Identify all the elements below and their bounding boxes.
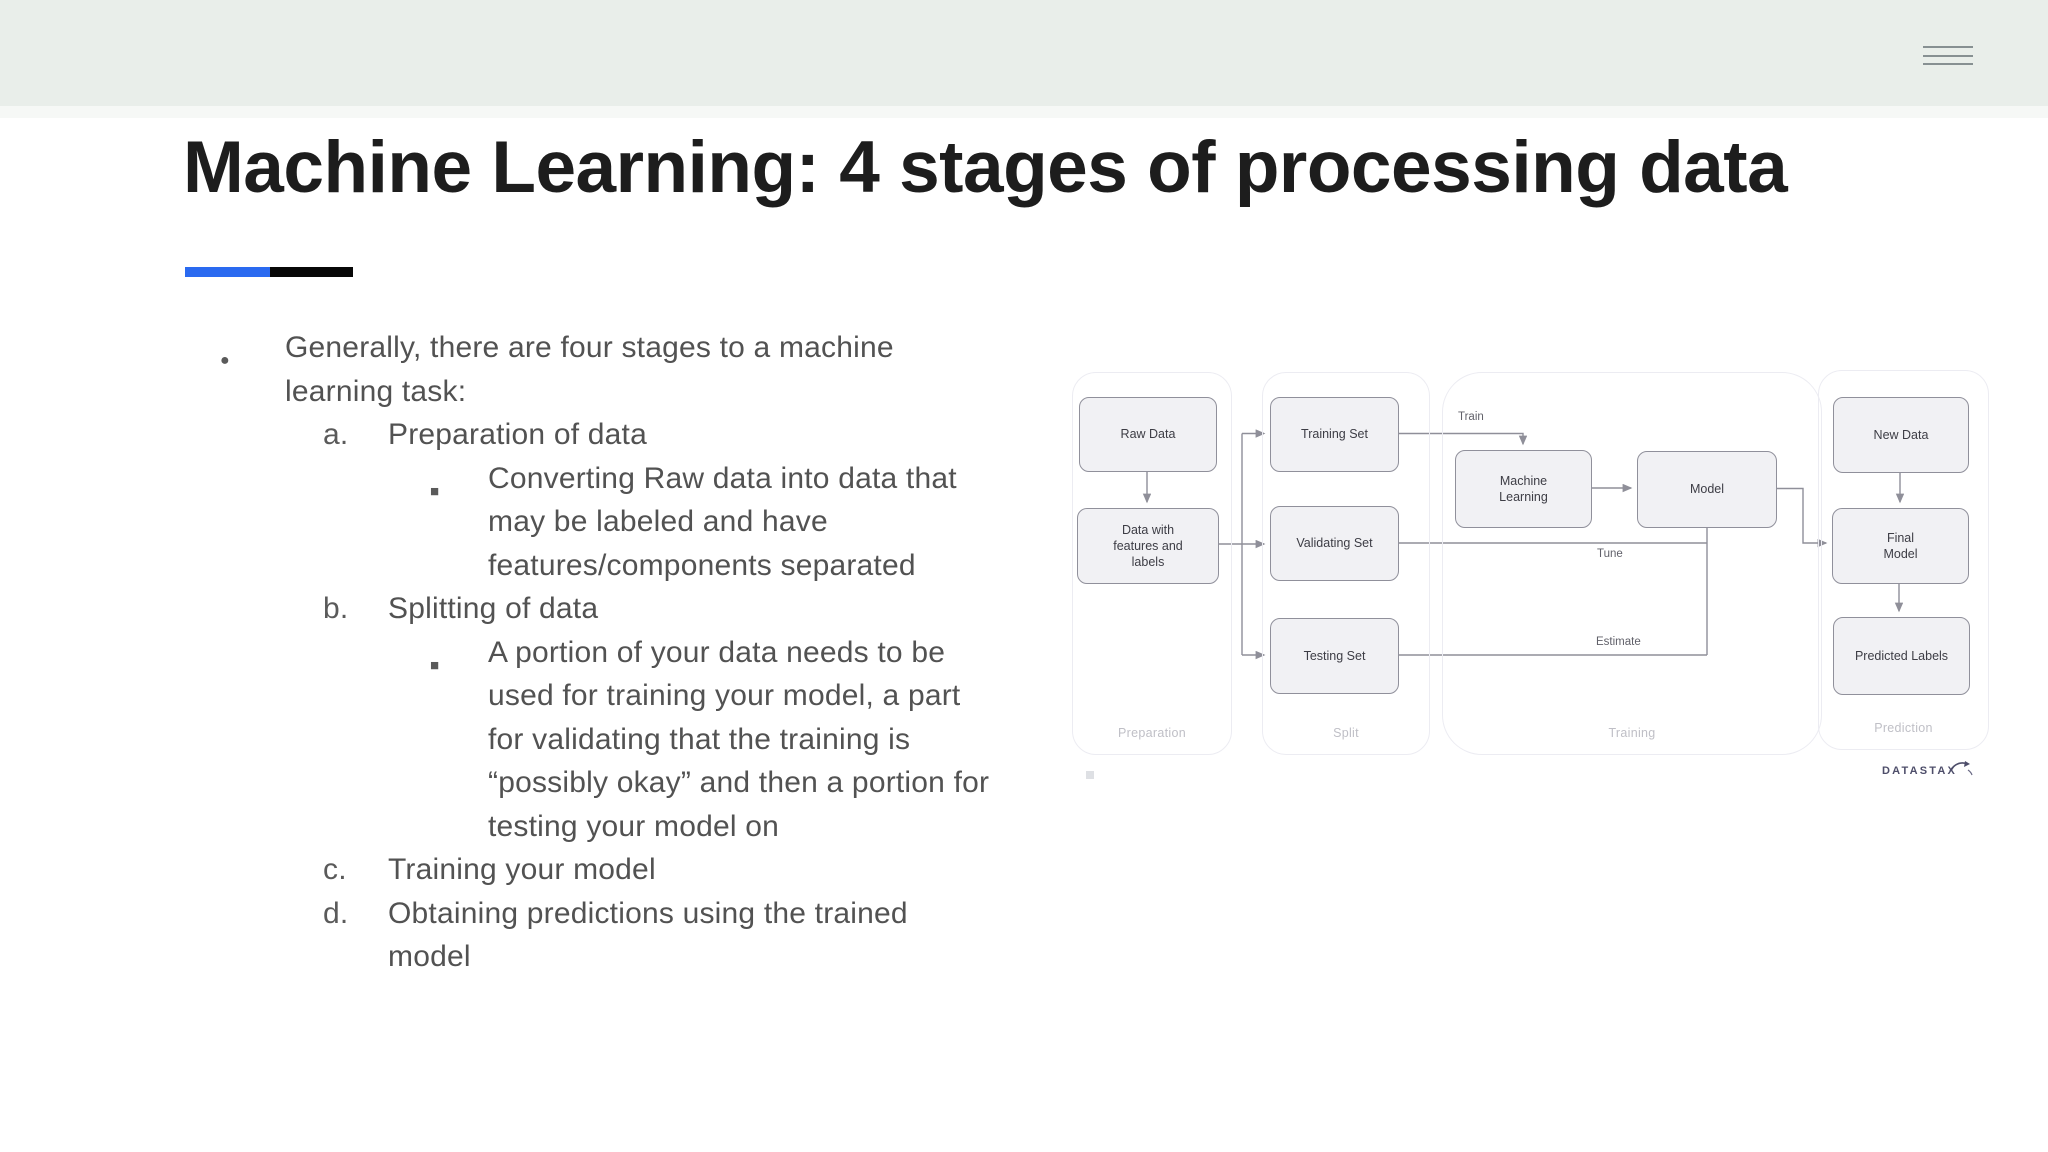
list-item-text: Converting Raw data into data that may b…: [488, 461, 957, 582]
list-item: ● Generally, there are four stages to a …: [190, 326, 1090, 413]
hamburger-menu-icon[interactable]: [1920, 41, 1976, 73]
edge-label-train: Train: [1458, 411, 1484, 423]
title-accent-bar: [185, 267, 353, 277]
accent-black-segment: [270, 267, 353, 277]
hamburger-line: [1923, 46, 1973, 49]
list-item-text: A portion of your data needs to be used …: [488, 635, 990, 843]
list-item-text: Training your model: [388, 853, 656, 886]
list-item: d. Obtaining predictions using the train…: [190, 892, 1090, 979]
accent-blue-segment: [185, 267, 270, 277]
node-model: Model: [1637, 451, 1777, 528]
list-letter: c.: [323, 853, 347, 886]
list-item: a. Preparation of data: [190, 413, 1090, 457]
list-item-text: Preparation of data: [388, 418, 647, 451]
list-letter: a.: [323, 418, 349, 451]
list-letter: d.: [323, 896, 349, 930]
group-preparation: Preparation: [1072, 372, 1232, 755]
node-training-set: Training Set: [1270, 397, 1399, 472]
list-item-text: Obtaining predictions using the trained …: [388, 896, 908, 974]
node-final-model: Final Model: [1832, 508, 1969, 584]
diagram-connectors: [1142, 429, 1905, 660]
edge-label-tune: Tune: [1597, 548, 1623, 560]
group-label: Prediction: [1874, 721, 1933, 735]
group-label: Preparation: [1118, 726, 1186, 740]
hamburger-line: [1923, 63, 1973, 66]
node-validating-set: Validating Set: [1270, 506, 1399, 581]
list-letter: b.: [323, 592, 349, 625]
datastax-logo-text: DATASTAX: [1882, 765, 1958, 777]
slide-artifact-dot: [1086, 771, 1094, 779]
group-training: Training: [1442, 372, 1822, 755]
square-bullet-icon: ■: [430, 482, 440, 500]
node-predicted-labels: Predicted Labels: [1833, 617, 1970, 695]
list-item: b. Splitting of data: [190, 587, 1090, 631]
edge-label-estimate: Estimate: [1596, 636, 1641, 648]
list-item: ■ Converting Raw data into data that may…: [190, 457, 1090, 588]
list-item-text: Splitting of data: [388, 592, 599, 625]
group-split: Split: [1262, 372, 1430, 755]
top-bar-shadow: [0, 106, 2048, 118]
datastax-logo: DATASTAX: [1882, 761, 1974, 778]
group-label: Training: [1608, 726, 1656, 740]
hamburger-line: [1923, 55, 1973, 58]
ml-pipeline-diagram: Preparation Split Training Prediction Ra…: [1060, 365, 2030, 805]
list-item-text: Generally, there are four stages to a ma…: [285, 331, 894, 408]
outline-list: ● Generally, there are four stages to a …: [190, 326, 1090, 979]
top-bar: [0, 0, 2048, 106]
node-raw-data: Raw Data: [1079, 397, 1217, 472]
node-new-data: New Data: [1833, 397, 1969, 473]
node-data-with-features: Data with features and labels: [1077, 508, 1219, 584]
datastax-swoosh-icon: [1949, 761, 1973, 776]
group-prediction: Prediction: [1818, 370, 1989, 750]
square-bullet-icon: ■: [430, 656, 440, 674]
bullet-icon: ●: [220, 352, 230, 369]
page-title: Machine Learning: 4 stages of processing…: [183, 127, 1788, 208]
node-machine-learning: Machine Learning: [1455, 450, 1592, 528]
list-item: ■ A portion of your data needs to be use…: [190, 631, 1090, 849]
group-label: Split: [1333, 726, 1359, 740]
node-testing-set: Testing Set: [1270, 618, 1399, 694]
list-item: c. Training your model: [190, 848, 1090, 892]
